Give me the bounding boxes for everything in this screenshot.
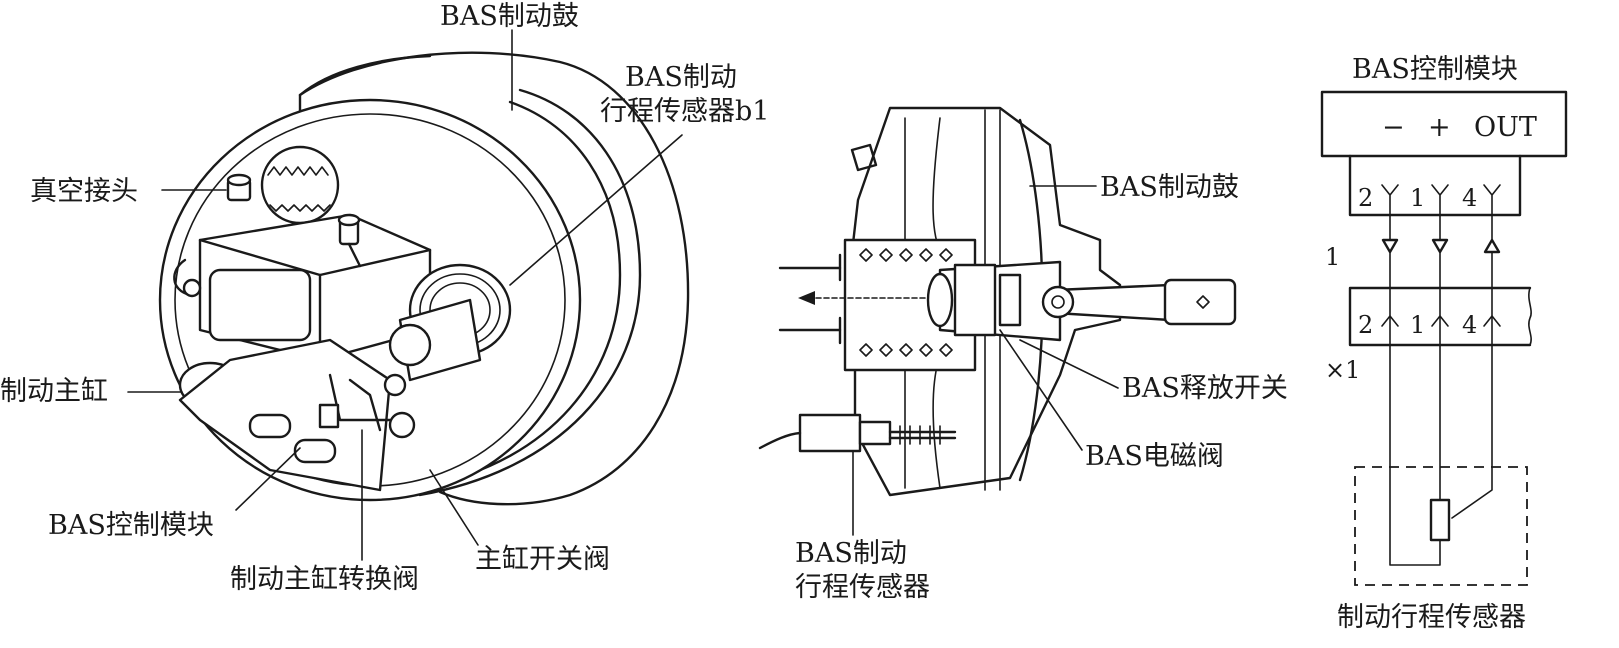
control-module-box [1320,90,1568,158]
label-stroke-sensor-line2: 行程传感器 [795,572,930,603]
stroke-sensor-box [1354,466,1528,586]
spring-marks-upper [859,248,953,262]
upper-pin-4: 4 [1462,184,1477,212]
module-pin-out: OUT [1474,112,1537,143]
connector-label: ×1 [1325,356,1360,384]
lower-pin-2: 2 [1358,311,1373,339]
module-title: BAS控制模块 [1352,54,1518,85]
harness-label: 1 [1325,243,1340,271]
label-solenoid-valve: BAS电磁阀 [1085,441,1224,472]
label-stroke-sensor-b1-line2: 行程传感器b1 [600,96,769,127]
module-pin-minus: − [1382,112,1405,143]
reservoir-cap-teeth [267,166,331,212]
lower-pin-1: 1 [1410,311,1425,339]
spring-marks-lower [859,343,953,357]
label-changeover-valve: 制动主缸转换阀 [230,564,419,595]
lower-module [178,338,416,492]
stroke-sensor-section [758,413,957,453]
right-view-schematic: BAS控制模块 − + OUT 2 1 4 1 2 1 4 ×1 [1320,54,1568,633]
label-vacuum-fitting: 真空接头 [30,176,138,207]
left-view-assembly: BAS制动鼓 BAS制动 行程传感器b1 真空接头 制动主缸 BAS控制模块 制… [0,1,769,595]
potentiometer [1429,498,1451,542]
upper-pin-2: 2 [1358,184,1373,212]
label-brake-drum-middle: BAS制动鼓 [1100,172,1239,203]
upper-pin-1: 1 [1410,184,1425,212]
label-stroke-sensor-line1: BAS制动 [795,538,907,569]
vacuum-fitting [226,173,252,202]
middle-view-section: BAS制动鼓 BAS释放开关 BAS电磁阀 BAS制动 行程传感器 [758,106,1288,603]
lower-pin-4: 4 [1462,311,1477,339]
label-switch-valve: 主缸开关阀 [475,544,610,575]
label-release-switch: BAS释放开关 [1122,373,1288,404]
stroke-sensor-bellows [388,263,512,382]
master-cylinder-body [173,213,432,362]
label-stroke-sensor-b1-line1: BAS制动 [625,62,737,93]
label-control-module-left: BAS控制模块 [48,510,214,541]
label-master-cylinder: 制动主缸 [0,376,108,407]
label-brake-drum-left: BAS制动鼓 [440,1,579,32]
sensor-title: 制动行程传感器 [1337,602,1526,633]
module-pin-plus: + [1428,112,1451,143]
